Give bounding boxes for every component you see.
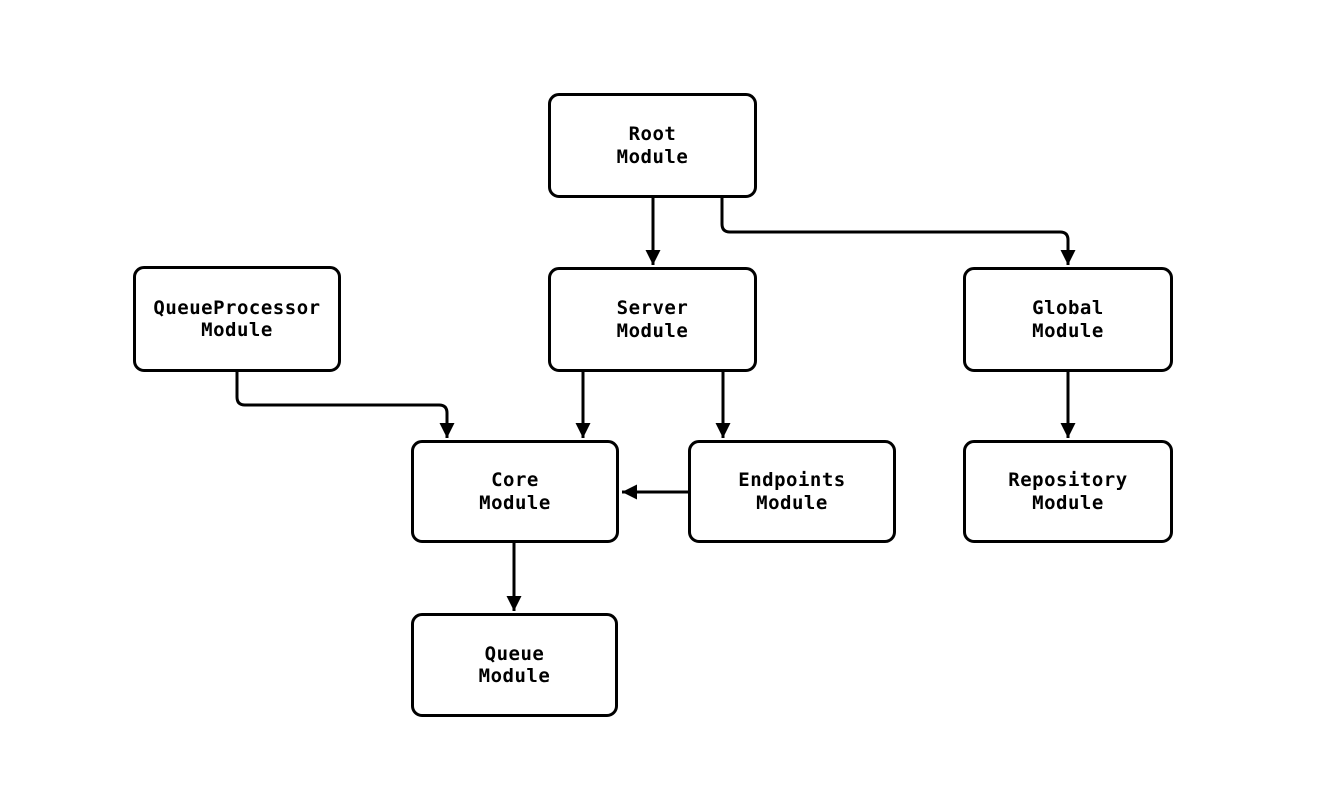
node-root-module-label: Root Module (616, 123, 689, 168)
node-queue-module-label: Queue Module (478, 642, 551, 687)
node-server-module-label: Server Module (616, 297, 689, 342)
node-global-module: Global Module (963, 267, 1173, 372)
node-queueprocessor-module: QueueProcessor Module (133, 266, 341, 372)
node-server-module: Server Module (548, 267, 757, 372)
node-repository-module-label: Repository Module (1008, 469, 1128, 514)
node-core-module: Core Module (411, 440, 619, 543)
node-global-module-label: Global Module (1032, 297, 1104, 342)
node-root-module: Root Module (548, 93, 757, 198)
edge-queueprocessor-to-core (235, 372, 455, 438)
node-repository-module: Repository Module (963, 440, 1173, 543)
node-endpoints-module: Endpoints Module (688, 440, 896, 543)
node-endpoints-module-label: Endpoints Module (738, 469, 846, 514)
node-queueprocessor-module-label: QueueProcessor Module (153, 296, 321, 341)
node-queue-module: Queue Module (411, 613, 618, 717)
edge-root-to-global (720, 198, 1076, 265)
node-core-module-label: Core Module (479, 469, 551, 514)
